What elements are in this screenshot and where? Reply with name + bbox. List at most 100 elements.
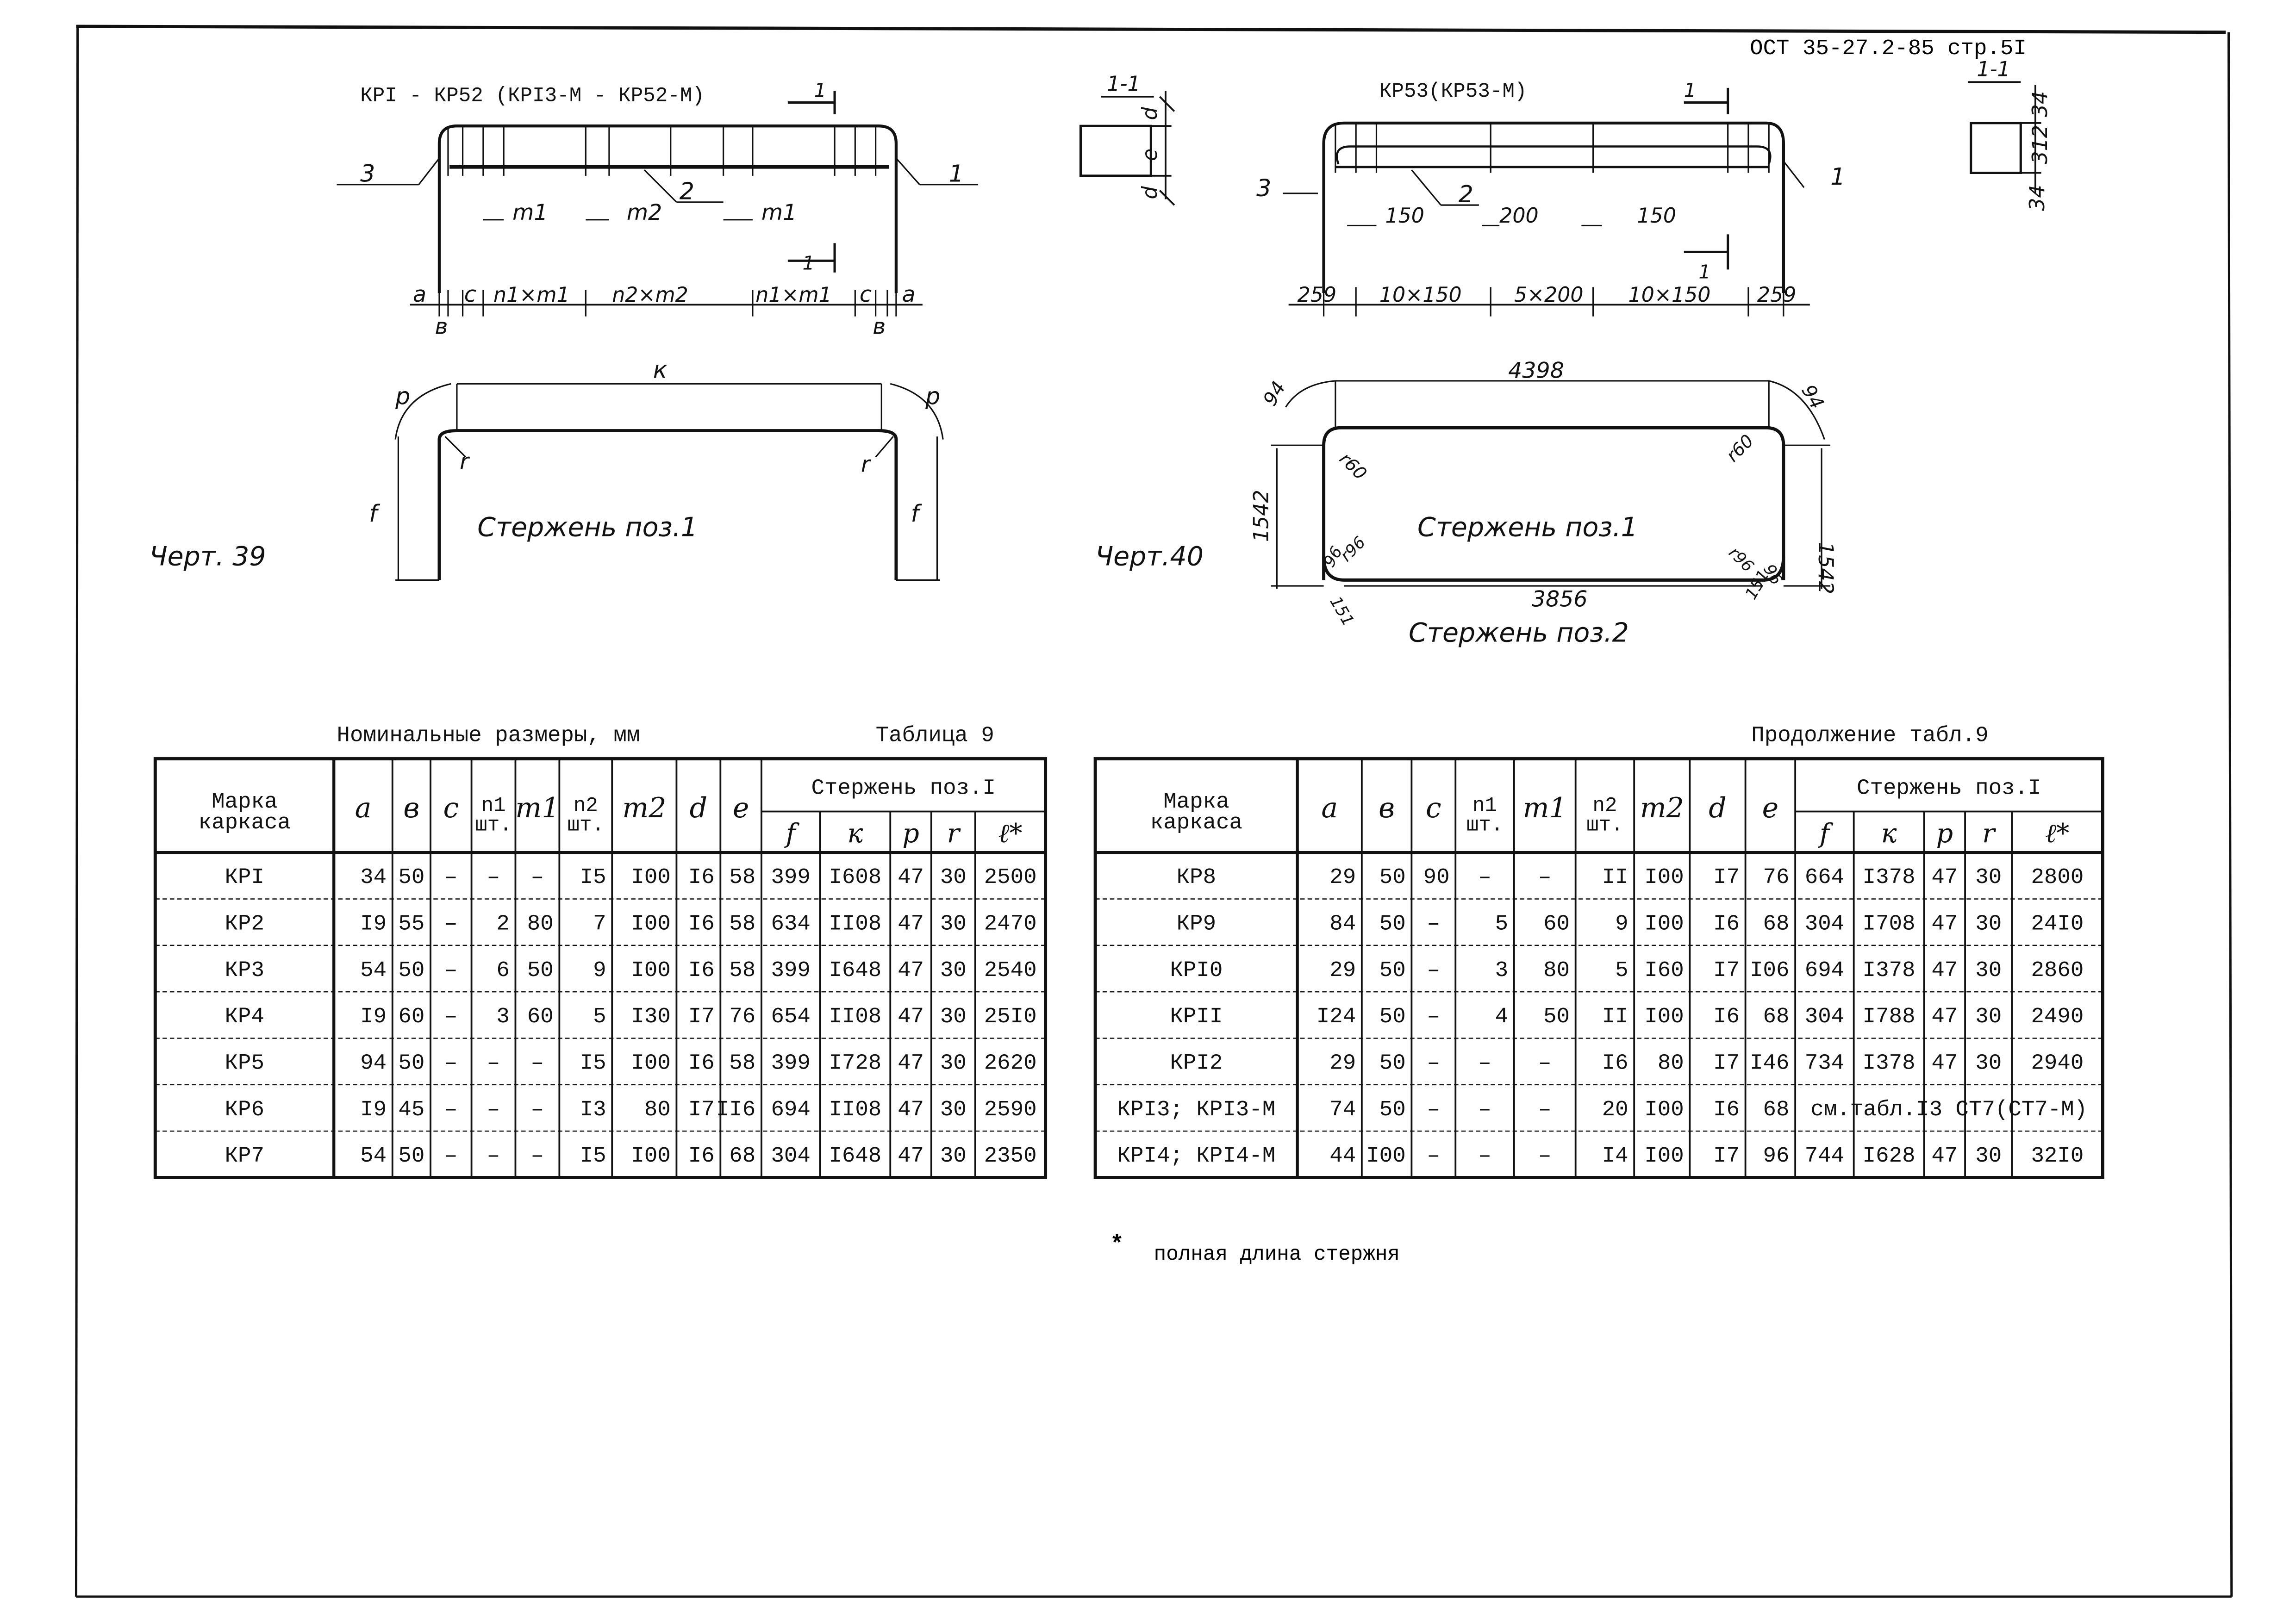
- section-1-1-left-labels: 1-1 d e d: [1107, 72, 1162, 199]
- table-cell: I00: [631, 1051, 670, 1076]
- table-cell: 68: [1763, 1004, 1790, 1029]
- table-cell: 68: [1763, 911, 1790, 936]
- table-cell: 399: [771, 865, 810, 890]
- table-cell: 9: [1615, 911, 1628, 936]
- table-cell: –: [1538, 1051, 1551, 1076]
- header-sub-3: r: [947, 818, 961, 849]
- footnote-asterisk: *: [1110, 1232, 1124, 1258]
- table-cell: –: [1478, 1097, 1491, 1122]
- table-cell: 50: [398, 1051, 424, 1076]
- svg-text:a: a: [902, 282, 916, 307]
- table-cell: 80: [1543, 958, 1570, 983]
- svg-text:m1: m1: [761, 200, 797, 225]
- svg-text:c: c: [860, 282, 872, 307]
- header-col-7: d: [690, 792, 707, 824]
- svg-text:r: r: [460, 449, 470, 474]
- table-cell: 76: [729, 1004, 755, 1029]
- svg-text:150: 150: [1637, 204, 1677, 228]
- table-cell: 68: [1763, 1097, 1790, 1122]
- table-cell: КРII: [1170, 1004, 1223, 1029]
- table-cell: I648: [829, 1144, 881, 1169]
- table-cell: 20: [1602, 1097, 1628, 1122]
- table-cell: –: [1427, 1051, 1440, 1076]
- table-cell: 30: [940, 1144, 967, 1169]
- table-cell: 74: [1329, 1097, 1356, 1122]
- footnote-text: полная длина стержня: [1154, 1243, 1400, 1266]
- table-cell: 664: [1805, 865, 1844, 890]
- header-sub-4: ℓ*: [998, 818, 1023, 849]
- table-cell: I6: [688, 1144, 715, 1169]
- table-cell: 60: [527, 1004, 554, 1029]
- svg-text:e: e: [1138, 149, 1162, 161]
- table-cell: 30: [1975, 958, 2002, 983]
- table-cell: I6: [1713, 911, 1740, 936]
- table-cell: 9: [593, 958, 606, 983]
- table-cell: 50: [1379, 865, 1406, 890]
- table-cell: I60: [1644, 958, 1684, 983]
- svg-text:312: 312: [2028, 125, 2052, 164]
- table-cell: I30: [631, 1004, 670, 1029]
- table-cell: 60: [1543, 911, 1570, 936]
- table-cell: 47: [898, 1051, 924, 1076]
- table-cell: КРI0: [1170, 958, 1223, 983]
- header-col-2: c: [443, 792, 459, 824]
- header-sub-0: f: [784, 818, 800, 849]
- table-cell: 50: [398, 1144, 424, 1169]
- section-1-1-right-labels: 1-1 34 312 34: [1977, 58, 2052, 211]
- table-cell: –: [1427, 1097, 1440, 1122]
- table-cell: I00: [631, 958, 670, 983]
- table-cell: I648: [829, 958, 881, 983]
- table-cell: 54: [360, 958, 387, 983]
- table-cell: КР3: [225, 958, 264, 983]
- header-col-1: в: [403, 792, 419, 824]
- table-cell: I3: [580, 1097, 606, 1122]
- table-cell: 47: [898, 911, 924, 936]
- table-cell: I00: [1644, 1004, 1684, 1029]
- table-cell: I6: [688, 1051, 715, 1076]
- table-cell: I378: [1863, 865, 1915, 890]
- svg-text:r: r: [861, 452, 871, 477]
- svg-text:r60: r60: [1722, 430, 1758, 466]
- table-cell: 24I0: [2031, 911, 2084, 936]
- svg-text:34: 34: [2028, 91, 2052, 117]
- svg-text:d: d: [1138, 186, 1162, 199]
- svg-text:2: 2: [680, 177, 694, 205]
- table-cell: 58: [729, 958, 755, 983]
- table-cell: 58: [729, 865, 755, 890]
- table-cell: 734: [1805, 1051, 1844, 1076]
- svg-text:a: a: [413, 282, 426, 307]
- table-cell: КРI2: [1170, 1051, 1223, 1076]
- table-cell: I378: [1863, 958, 1915, 983]
- table-cell: I9: [360, 911, 387, 936]
- table-cell: –: [1427, 958, 1440, 983]
- table-cell: КР6: [225, 1097, 264, 1122]
- header-sub-2: p: [902, 818, 919, 849]
- table-cell: 30: [1975, 1004, 2002, 1029]
- svg-text:в: в: [873, 314, 886, 340]
- table-cell: I7: [1713, 1051, 1740, 1076]
- table-cell: 2940: [2031, 1051, 2084, 1076]
- table-cell: I708: [1863, 911, 1915, 936]
- svg-text:1542: 1542: [1249, 490, 1273, 542]
- table-cell: 29: [1329, 865, 1356, 890]
- svg-text:r60: r60: [1335, 448, 1371, 484]
- table-cell: 3: [496, 1004, 509, 1029]
- table-cell: –: [1478, 865, 1491, 890]
- table-cell: 60: [398, 1004, 424, 1029]
- svg-text:94: 94: [1259, 378, 1290, 410]
- table-cell: I00: [1366, 1144, 1405, 1169]
- svg-text:10×150: 10×150: [1379, 283, 1462, 307]
- table-cell: 3: [1495, 958, 1508, 983]
- table-cell: 744: [1805, 1144, 1844, 1169]
- table-cell: 34: [360, 865, 387, 890]
- header-col-8: e: [1762, 792, 1779, 824]
- table-cell: I00: [631, 865, 670, 890]
- table-cell: 47: [898, 1097, 924, 1122]
- drawing-39-labels: 3 1 2 1 1 m1 m2 m1 a c n1×m1 n2×m2 n1×m1…: [150, 79, 964, 572]
- svg-text:3: 3: [1256, 174, 1271, 202]
- table-cell: –: [1427, 1004, 1440, 1029]
- svg-text:259: 259: [1298, 283, 1337, 307]
